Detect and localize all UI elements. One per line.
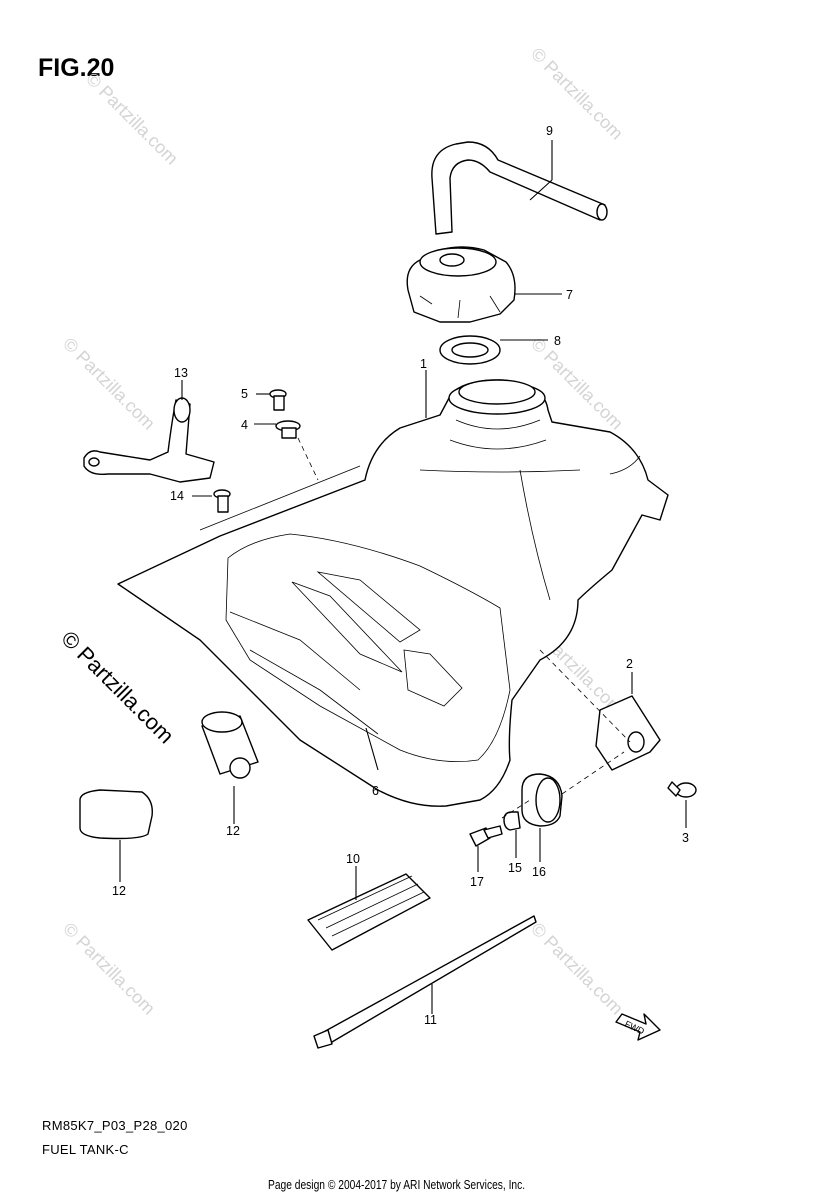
watermark: © Partzilla.com (527, 44, 627, 144)
callout-6: 6 (372, 784, 379, 798)
figure-title: FIG.20 (38, 54, 115, 82)
bolt-14 (213, 489, 231, 513)
callout-9: 9 (546, 124, 553, 138)
cap-gasket (439, 335, 501, 365)
page-credit: Page design © 2004-2017 by ARI Network S… (268, 1178, 526, 1192)
watermark: © Partzilla.com (59, 334, 159, 434)
callout-13: 13 (174, 366, 188, 380)
watermark: © Partzilla.com (59, 919, 159, 1019)
callout-12-b: 12 (112, 884, 126, 898)
cushion-12-b (79, 789, 153, 840)
breather-hose (431, 141, 608, 235)
collar-15 (503, 811, 521, 831)
callout-8: 8 (554, 334, 561, 348)
callout-17: 17 (470, 875, 484, 889)
callout-2: 2 (626, 657, 633, 671)
diagram-name: FUEL TANK-C (42, 1142, 129, 1157)
callout-1: 1 (420, 357, 427, 371)
diagram-code: RM85K7_P03_P28_020 (42, 1118, 188, 1133)
bolt-5 (269, 389, 287, 411)
callout-11: 11 (424, 1013, 437, 1027)
cushion-12-a (201, 711, 259, 779)
screw-3 (667, 781, 697, 798)
callout-12-a: 12 (226, 824, 240, 838)
callout-16: 16 (532, 865, 546, 879)
callout-4: 4 (241, 418, 248, 432)
forward-arrow: FWD (615, 1013, 661, 1041)
leader-lines (119, 140, 687, 1014)
cushion-16 (521, 773, 563, 827)
watermark: © Partzilla.com (527, 919, 627, 1019)
pad-10 (307, 873, 431, 951)
bolt-17 (469, 825, 503, 847)
fuel-tank (117, 379, 669, 807)
fuel-cap (406, 246, 516, 323)
callout-14: 14 (170, 489, 184, 503)
callout-10: 10 (346, 852, 360, 866)
callouts: 1 2 3 4 5 6 7 8 9 10 11 12 12 13 14 15 1… (112, 124, 689, 1027)
watermark: © Partzilla.com (82, 69, 182, 169)
callout-7: 7 (566, 288, 573, 302)
rear-bracket (595, 695, 661, 771)
callout-3: 3 (682, 831, 689, 845)
callout-5: 5 (241, 387, 248, 401)
cable-tie-11 (313, 915, 537, 1049)
tank-bracket (83, 397, 215, 483)
callout-15: 15 (508, 861, 522, 875)
watermark-large: © Partzilla.com (56, 626, 179, 749)
collar-4 (275, 420, 301, 439)
